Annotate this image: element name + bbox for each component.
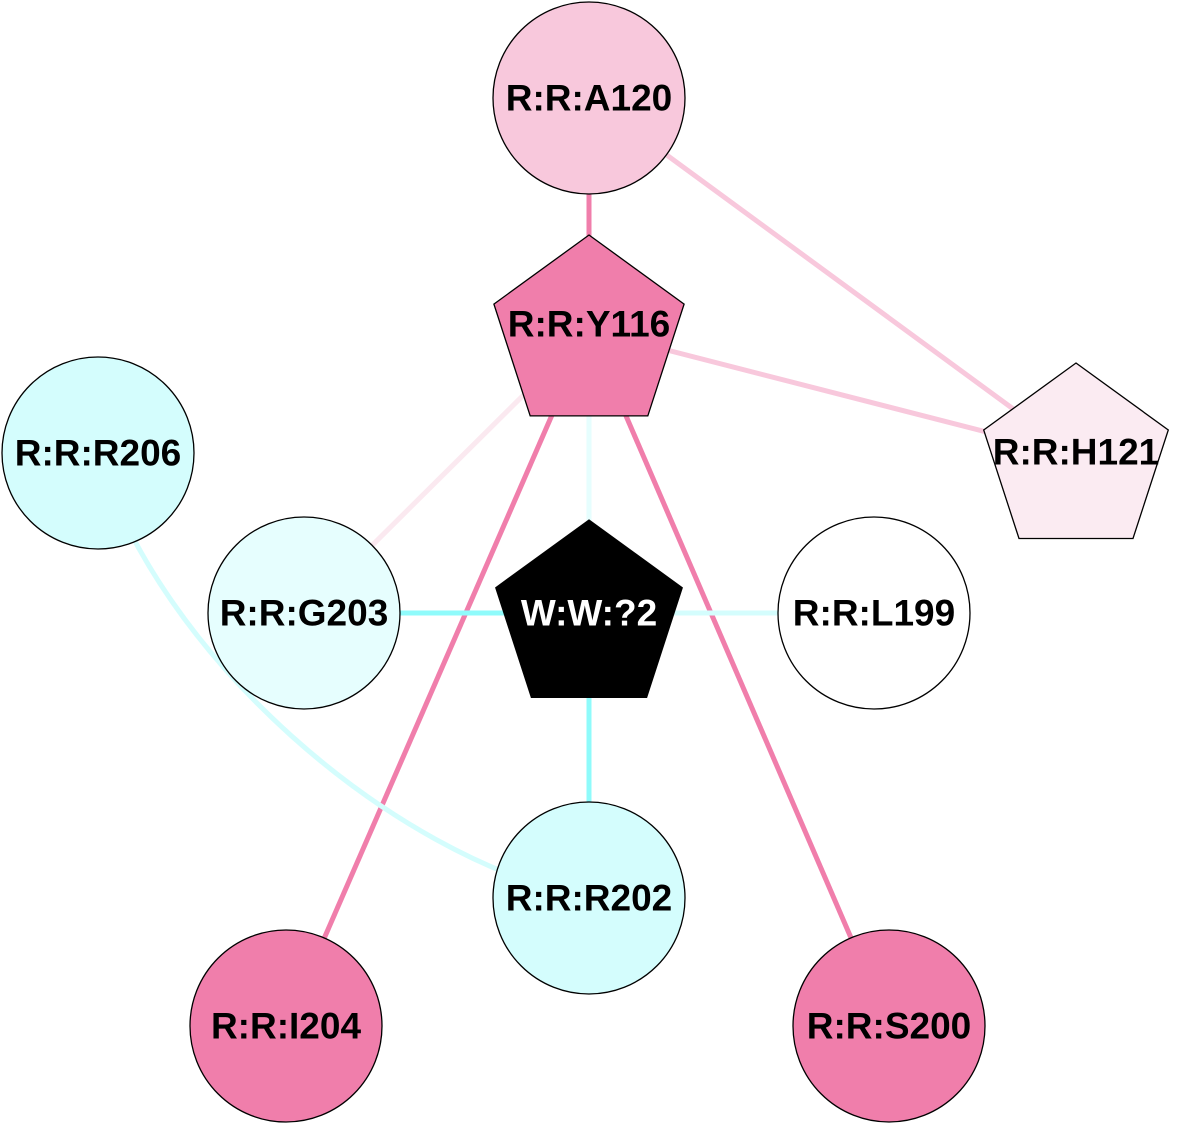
node-r206[interactable]: R:R:R206	[1, 356, 195, 550]
node-label: R:R:S200	[807, 1006, 972, 1047]
node-circle-shape	[1, 356, 195, 550]
node-label: R:R:H121	[993, 432, 1160, 473]
node-l199[interactable]: R:R:L199	[777, 516, 971, 710]
node-circle-shape	[189, 929, 383, 1123]
node-label: R:R:A120	[506, 78, 673, 119]
node-circle-shape	[207, 516, 401, 710]
node-circle-shape	[777, 516, 971, 710]
edge-y116-i204	[283, 329, 592, 1027]
node-label: R:R:I204	[211, 1006, 362, 1047]
node-label: R:R:R206	[15, 433, 182, 474]
node-w2[interactable]: W:W:?2	[495, 519, 683, 698]
node-y116[interactable]: R:R:Y116	[493, 234, 685, 417]
node-label: R:R:G203	[220, 593, 389, 634]
node-label: R:R:L199	[793, 593, 955, 634]
node-label: W:W:?2	[521, 593, 657, 634]
edge-y116-s200	[586, 329, 892, 1027]
node-pentagon-shape	[493, 234, 685, 417]
edge-a120-h121	[587, 95, 1078, 458]
node-pentagon-shape	[982, 362, 1170, 540]
node-g203[interactable]: R:R:G203	[207, 516, 401, 710]
node-label: R:R:R202	[506, 878, 673, 919]
node-circle-shape	[492, 1, 686, 195]
node-label: R:R:Y116	[508, 304, 670, 345]
node-circle-shape	[792, 929, 986, 1123]
node-i204[interactable]: R:R:I204	[189, 929, 383, 1123]
node-pentagon-shape	[495, 519, 683, 698]
node-a120[interactable]: R:R:A120	[492, 1, 686, 195]
node-r202[interactable]: R:R:R202	[492, 801, 686, 995]
node-s200[interactable]: R:R:S200	[792, 929, 986, 1123]
node-circle-shape	[492, 801, 686, 995]
node-h121[interactable]: R:R:H121	[982, 362, 1170, 540]
